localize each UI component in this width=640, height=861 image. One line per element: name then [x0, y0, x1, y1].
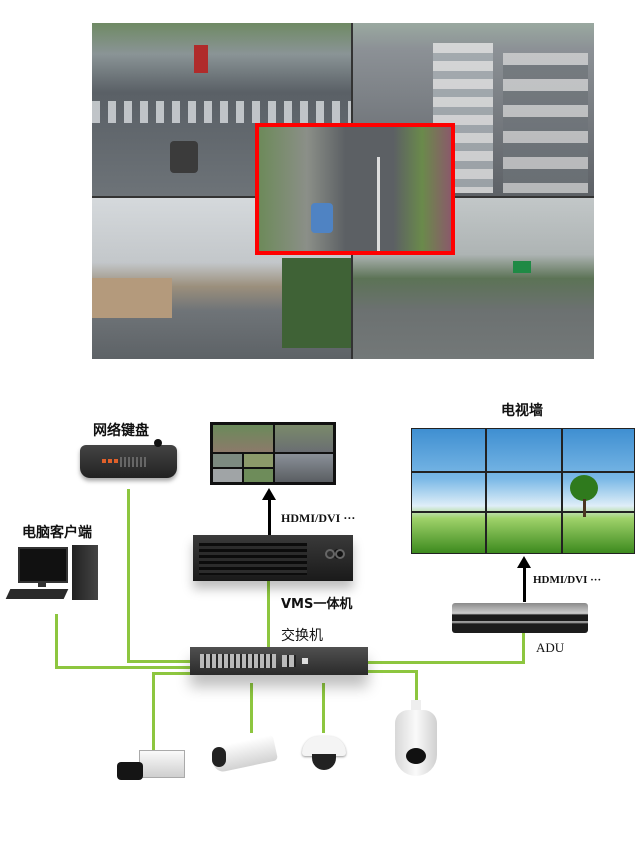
arrow-vms-to-monitor	[268, 498, 271, 536]
adu-label: ADU	[536, 640, 565, 655]
switch-ports	[200, 654, 276, 668]
link-vms-vertical	[267, 580, 270, 648]
pc-tower-icon	[72, 545, 98, 600]
arrow-up-icon	[517, 556, 531, 568]
arrow-up-icon	[262, 488, 276, 500]
feed-intersection	[92, 23, 351, 196]
link-adu-vertical	[522, 632, 525, 664]
link-keyboard-vertical	[127, 489, 130, 663]
arrow-adu-to-tvwall	[523, 566, 526, 602]
network-switch-device	[190, 647, 368, 675]
link-ptz-vertical	[415, 670, 418, 700]
keyboard-icon	[5, 589, 69, 599]
adu-decoder-device	[452, 603, 588, 633]
console-port-icon	[302, 658, 308, 664]
hdmi-adu-label: HDMI/DVI ···	[533, 574, 602, 586]
tree-icon	[570, 475, 598, 501]
fan-icon	[325, 549, 335, 559]
keyboard-joystick-icon	[154, 439, 162, 447]
link-dome-vertical	[322, 683, 325, 733]
link-keyboard-horizontal	[127, 660, 193, 663]
hdmi-vms-label: HDMI/DVI ···	[281, 511, 356, 525]
link-ptz-horizontal	[365, 670, 417, 673]
link-boxcam-vertical	[152, 672, 155, 750]
bullet-camera-device	[208, 733, 279, 778]
camera-lens-icon	[212, 747, 226, 767]
feed-highlighted-road	[255, 123, 455, 255]
camera-lens-icon	[117, 762, 143, 780]
dome-camera-device	[302, 736, 346, 772]
pc-client-label: 电脑客户端	[22, 525, 92, 541]
link-bullet-vertical	[250, 683, 253, 733]
network-keyboard-device	[80, 439, 177, 478]
link-pc-horizontal	[55, 666, 193, 669]
link-boxcam-horizontal	[152, 672, 193, 675]
vms-server-device	[193, 535, 353, 581]
box-camera-device	[115, 750, 185, 785]
vms-display-monitor	[210, 422, 336, 485]
ptz-camera-device	[393, 700, 439, 780]
camera-lens-icon	[312, 754, 336, 770]
keyboard-label: 网络键盘	[93, 423, 149, 439]
camera-mosaic	[92, 23, 594, 359]
switch-label: 交换机	[281, 628, 323, 644]
link-pc-vertical	[55, 614, 58, 669]
tv-wall-display	[411, 428, 635, 554]
camera-lens-icon	[406, 748, 426, 764]
link-adu-horizontal	[365, 661, 525, 664]
pc-client-device	[5, 545, 108, 607]
tv-wall-label: 电视墙	[501, 403, 543, 419]
vms-label: VMS一体机	[281, 597, 353, 612]
monitor-icon	[18, 547, 68, 583]
